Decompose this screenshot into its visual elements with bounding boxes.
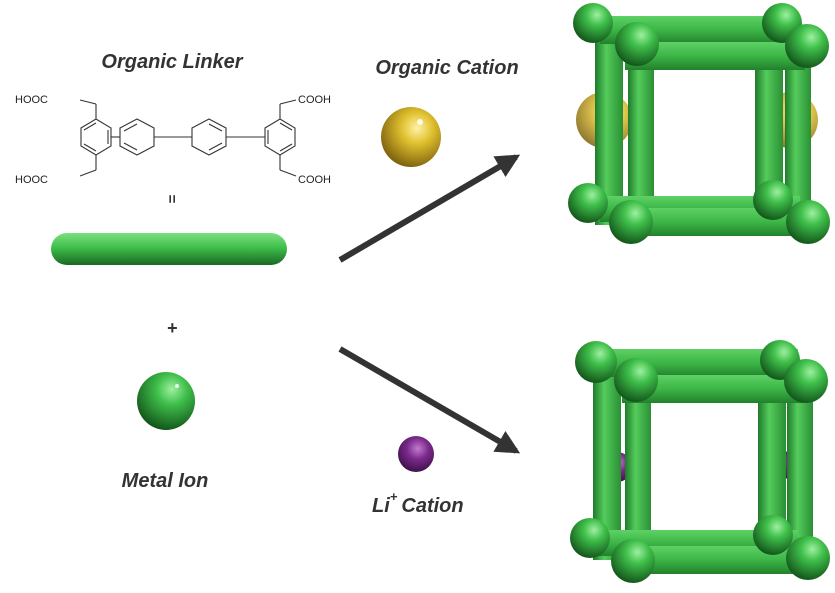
carboxyl-group-bottom-left: HOOC [15, 174, 48, 186]
metal-ion-highlight [175, 384, 179, 388]
equals-sign: = [163, 195, 180, 204]
benzene-ring-right [264, 118, 296, 156]
framework-organic-cation [568, 3, 830, 244]
organic-cation-sphere [381, 107, 441, 167]
plus-sign: + [167, 318, 178, 338]
organic-cation-label: Organic Cation [375, 57, 518, 79]
li-symbol: Li [372, 495, 390, 517]
li-charge: + [390, 489, 398, 504]
benzene-ring-left [80, 118, 112, 156]
carboxyl-group-top-left: HOOC [15, 94, 48, 106]
organic-linker-label: Organic Linker [101, 51, 243, 73]
organic-cation-highlight [417, 119, 423, 125]
li-cation-label: Li+Cation [372, 489, 464, 517]
metal-ion-label: Metal Ion [122, 470, 209, 492]
linker-structure: HOOC HOOC COOH COOH [15, 94, 331, 186]
framework-li-cation [570, 340, 830, 583]
li-cation-sphere [398, 436, 434, 472]
benzene-ring-mid-left [119, 118, 155, 156]
linker-rod [51, 233, 287, 265]
li-cation-word: Cation [401, 495, 463, 517]
arrow-to-organic-framework [338, 154, 521, 263]
arrow-to-li-framework [338, 346, 521, 454]
benzene-ring-mid-right [191, 118, 227, 156]
metal-ion-sphere [137, 372, 195, 430]
carboxyl-group-bottom-right: COOH [298, 174, 331, 186]
carboxyl-group-top-right: COOH [298, 94, 331, 106]
